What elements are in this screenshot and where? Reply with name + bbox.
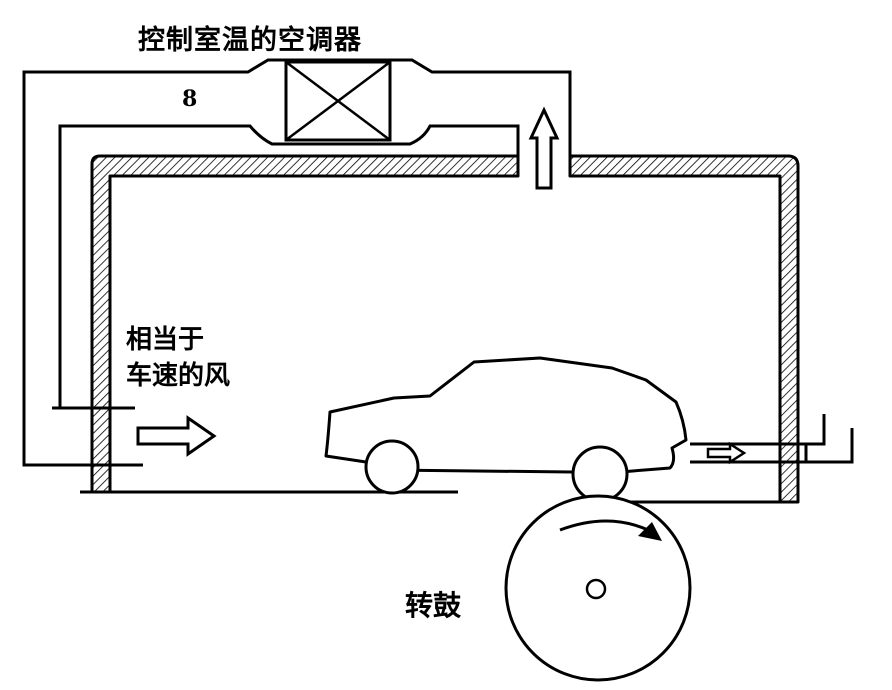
exhaust-duct-top	[690, 414, 826, 446]
car-front-wheel	[364, 439, 420, 495]
drum-label: 转鼓	[405, 589, 462, 622]
exhaust-arrow	[706, 441, 747, 465]
wind-label: 相当于 车速的风	[126, 322, 230, 394]
wind-label-line1: 相当于	[126, 325, 205, 355]
exhaust-duct-bottom	[690, 428, 854, 464]
drum-rotation-arrowhead	[638, 522, 662, 541]
drum-axle	[585, 578, 607, 600]
air-duct-outer	[22, 58, 572, 467]
wind-arrow	[136, 415, 217, 457]
air-return-arrow	[528, 106, 560, 190]
chamber-wall	[90, 154, 520, 494]
drum-rotation-arrow	[559, 519, 649, 532]
component-number-label: 8	[182, 86, 198, 112]
ac-cross-2	[285, 61, 391, 141]
wind-label-line2: 车速的风	[126, 361, 231, 391]
air-duct-inner	[58, 124, 520, 408]
car-rear-wheel	[571, 445, 629, 503]
chamber-wall-right	[568, 154, 800, 504]
air-conditioner-label: 控制室温的空调器	[138, 25, 362, 56]
